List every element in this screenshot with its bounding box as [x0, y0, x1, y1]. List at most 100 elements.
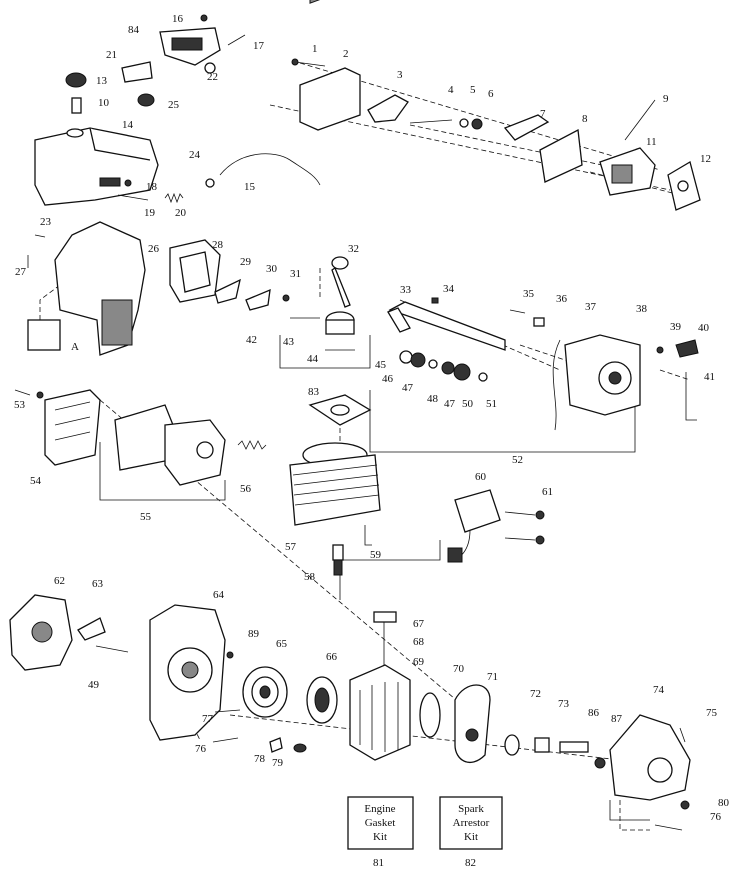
- part-18-screw: [124, 179, 132, 187]
- part-19-pin: [117, 194, 149, 201]
- part-15-fuel-line: [219, 153, 321, 186]
- part-8-plate: [539, 128, 583, 183]
- callout-35: 35: [523, 288, 535, 300]
- callout-54: 54: [30, 475, 42, 487]
- part-67-handle: [373, 611, 397, 665]
- part-61-screw: [504, 510, 545, 545]
- part-30-plate: [245, 288, 271, 311]
- callout-30: 30: [266, 263, 278, 275]
- callout-73: 73: [558, 698, 570, 710]
- part-33-crankshaft: [387, 301, 506, 351]
- part-10-filter: [71, 97, 82, 114]
- spark-arrestor-kit-line1: Spark: [458, 803, 484, 815]
- callout-87: 87: [611, 713, 623, 725]
- callout-15: 15: [244, 181, 256, 193]
- callout-29: 29: [240, 256, 252, 268]
- callout-41: 41: [704, 371, 715, 383]
- callout-50: 50: [462, 398, 474, 410]
- callout-46: 46: [382, 373, 394, 385]
- callout-37: 37: [585, 301, 597, 313]
- callout-69: 69: [413, 656, 425, 668]
- part-34-key: [431, 297, 439, 304]
- callout-12: 12: [700, 153, 711, 165]
- part-29-reed: [214, 278, 241, 304]
- callout-39: 39: [670, 321, 682, 333]
- part-84-bracket: [159, 27, 221, 66]
- callout-76b: 76: [710, 811, 722, 823]
- part-37-wire: [552, 339, 561, 431]
- part-38-crankcase: [564, 334, 641, 416]
- part-57-cylinder: [289, 442, 381, 526]
- part-66-spring: [306, 676, 338, 724]
- part-16-screw: [200, 14, 208, 22]
- engine-gasket-kit-line3: Kit: [373, 831, 387, 843]
- callout-82: 82: [465, 857, 476, 869]
- part-4-screw: [409, 119, 453, 124]
- box-A: [27, 319, 61, 351]
- part-86-shaft: [559, 741, 589, 753]
- part-80-washer: [680, 800, 690, 810]
- part-79-spring: [293, 743, 307, 753]
- callout-49: 49: [88, 679, 100, 691]
- part-72-washer: [504, 734, 520, 756]
- part-55-air-filter: [114, 404, 226, 486]
- callout-16: 16: [172, 13, 184, 25]
- part-13-cap: [65, 72, 87, 88]
- part-53-screw: [36, 391, 44, 399]
- part-piston: [325, 311, 355, 335]
- part-2-muffler-body: [299, 0, 361, 131]
- callout-74: 74: [653, 684, 665, 696]
- part-25-grommet: [137, 93, 155, 107]
- callout-7: 7: [540, 108, 546, 120]
- part-41-hex-key: [685, 372, 697, 421]
- callout-22: 22: [207, 71, 218, 83]
- callout-24: 24: [189, 149, 201, 161]
- callout-76a: 76: [195, 743, 207, 755]
- bracket-lines: [99, 335, 650, 821]
- part-22-clip: [204, 62, 216, 74]
- callout-31: 31: [290, 268, 301, 280]
- part-75-screw: [679, 727, 686, 743]
- callout-48: 48: [427, 393, 439, 405]
- callout-26: 26: [148, 243, 160, 255]
- spark-arrestor-kit-line3: Kit: [464, 831, 478, 843]
- callout-68: 68: [413, 636, 425, 648]
- callout-81: 81: [373, 857, 384, 869]
- callout-61: 61: [542, 486, 553, 498]
- callout-56: 56: [240, 483, 252, 495]
- part-76-screw-b: [654, 824, 683, 831]
- callout-3: 3: [397, 69, 403, 81]
- part-40-clip: [675, 339, 699, 358]
- part-9-line: [624, 99, 656, 141]
- callout-47a: 47: [402, 382, 414, 394]
- callout-2: 2: [343, 48, 349, 60]
- callout-19: 19: [144, 207, 156, 219]
- callout-79: 79: [272, 757, 284, 769]
- callout-45: 45: [375, 359, 387, 371]
- callout-52: 52: [512, 454, 523, 466]
- part-87-ring: [594, 757, 606, 769]
- part-17-screw: [227, 34, 246, 46]
- callout-80: 80: [718, 797, 730, 809]
- part-64-starter-housing: [149, 604, 226, 741]
- callout-43: 43: [283, 336, 295, 348]
- callout-6: 6: [488, 88, 494, 100]
- callout-51: 51: [486, 398, 497, 410]
- engine-gasket-kit-box: Engine Gasket Kit: [347, 796, 414, 850]
- part-56-spring: [237, 440, 267, 450]
- callout-A: A: [71, 341, 79, 353]
- part-60-ignition-module: [447, 489, 501, 563]
- part-73-bushing: [534, 737, 550, 753]
- callout-75: 75: [706, 707, 718, 719]
- callout-25: 25: [168, 99, 180, 111]
- part-1-screw: [291, 58, 326, 67]
- callout-55: 55: [140, 511, 152, 523]
- callout-59: 59: [370, 549, 382, 561]
- part-23-screw: [34, 234, 46, 238]
- callout-5: 5: [470, 84, 476, 96]
- part-6-nut: [471, 118, 483, 130]
- callout-38: 38: [636, 303, 648, 315]
- callout-33: 33: [400, 284, 412, 296]
